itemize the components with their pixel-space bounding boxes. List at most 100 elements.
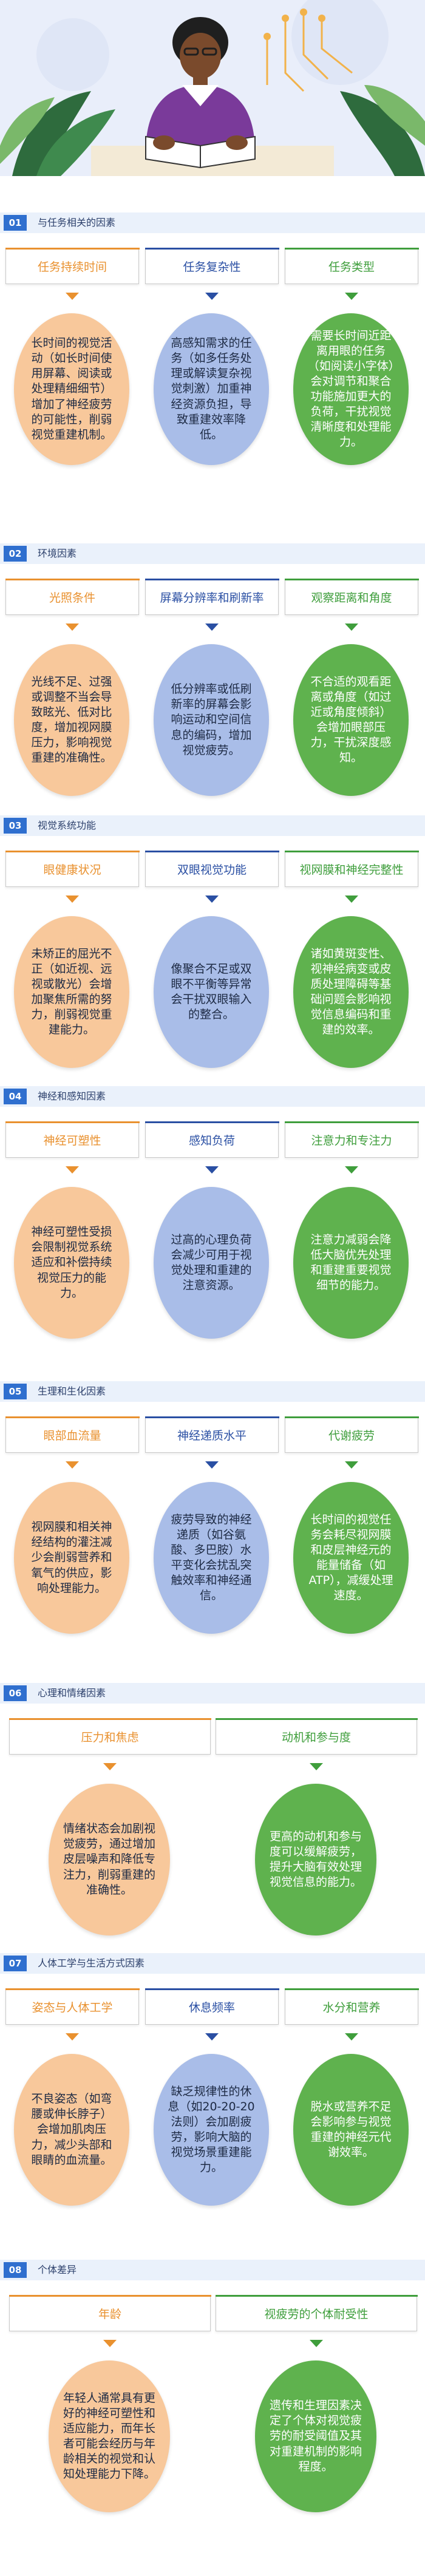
factor-description-circle: 注意力减弱会降低大脑优先处理和重建重要视觉细节的能力。 (293, 1187, 409, 1339)
factor-description-circle: 长时间的视觉任务会耗尽视网膜和皮层神经元的能量储备（如ATP），减缓处理速度。 (293, 1482, 409, 1634)
section-number: 08 (4, 2262, 27, 2278)
factor-description-circle: 神经可塑性受损会限制视觉系统适应和补偿持续视觉压力的能力。 (14, 1187, 129, 1339)
down-arrow-icon (205, 1166, 219, 1174)
down-arrow-icon (345, 624, 358, 631)
reading-person-illustration (0, 0, 425, 176)
factor-description-text: 注意力减弱会降低大脑优先处理和重建重要视觉细节的能力。 (310, 1232, 392, 1293)
down-arrow-icon (205, 1461, 219, 1469)
factor-description-text: 不良姿态（如弯腰或伸长脖子）会增加肌肉压力，减少头部和眼睛的血流量。 (31, 2092, 112, 2167)
down-arrow-icon (103, 1763, 117, 1770)
factor-description-text: 年轻人通常具有更好的神经可塑性和适应能力，而年长者可能会经历与年龄相关的视觉和认… (63, 2391, 155, 2481)
factor-header-box: 压力和焦虑 (9, 1718, 211, 1755)
down-arrow-icon (66, 1461, 79, 1469)
header-accent-line (5, 851, 140, 852)
factor-description-text: 视网膜和相关神经结构的灌注减少会削弱营养和氧气的供应，影响处理能力。 (31, 1520, 112, 1595)
header-accent-line (5, 1416, 140, 1418)
section-number: 07 (4, 1956, 27, 1971)
factor-description-text: 遗传和生理因素决定了个体对视觉疲劳的耐受阈值及其对重建机制的影响程度。 (269, 2399, 362, 2473)
down-arrow-icon (103, 2340, 117, 2347)
factor-description-circle: 长时间的视觉活动（如长时间使用屏幕、阅读或处理精细细节）增加了神经疲劳的可能性，… (14, 313, 129, 465)
section-number: 02 (4, 546, 27, 562)
factor-description-circle: 年轻人通常具有更好的神经可塑性和适应能力，而年长者可能会经历与年龄相关的视觉和认… (49, 2360, 170, 2512)
down-arrow-icon (205, 2033, 219, 2041)
factor-description-text: 缺乏规律性的休息（如20-20-20法则）会加剧疲劳，影响大脑的视觉场景重建能力… (168, 2084, 255, 2175)
factor-header-box: 神经可塑性 (5, 1121, 139, 1158)
factor-header-box: 光照条件 (5, 579, 139, 615)
factor-description-text: 长时间的视觉活动（如长时间使用屏幕、阅读或处理精细细节）增加了神经疲劳的可能性，… (31, 336, 112, 441)
section-06: 06 心理和情绪因素压力和焦虑情绪状态会加剧视觉疲劳，通过增加皮层噪声和降低专注力… (0, 1683, 425, 1938)
factor-header-box: 动机和参与度 (216, 1718, 417, 1755)
section-05: 05 生理和生化因素眼部血流量视网膜和相关神经结构的灌注减少会削弱营养和氧气的供应… (0, 1381, 425, 1670)
section-bar: 07 人体工学与生活方式因素 (0, 1953, 425, 1974)
section-number: 03 (4, 818, 27, 834)
header-accent-line (5, 1121, 140, 1123)
down-arrow-icon (205, 293, 219, 300)
factor-header-box: 屏幕分辨率和刷新率 (145, 579, 279, 615)
factor-header-box: 视网膜和神经完整性 (285, 851, 418, 887)
factor-description-circle: 诸如黄斑变性、视神经病变或皮质处理障碍等基础问题会影响视觉信息编码和重建的效率。 (293, 916, 409, 1068)
down-arrow-icon (345, 1461, 358, 1469)
factor-description-circle: 遗传和生理因素决定了个体对视觉疲劳的耐受阈值及其对重建机制的影响程度。 (255, 2360, 376, 2512)
factor-header-box: 代谢疲劳 (285, 1416, 418, 1453)
factor-description-circle: 像聚合不足或双眼不平衡等异常会干扰双眼输入的整合。 (154, 916, 269, 1068)
factor-description-text: 未矫正的屈光不正（如近视、远视或散光）会增加聚焦所需的努力，削弱视觉重建能力。 (31, 946, 112, 1037)
factor-description-circle: 疲劳导致的神经递质（如谷氨酸、多巴胺）水平变化会扰乱突触效率和神经通信。 (154, 1482, 269, 1634)
section-number: 06 (4, 1685, 27, 1701)
section-bar: 06 心理和情绪因素 (0, 1683, 425, 1704)
factor-description-circle: 更高的动机和参与度可以缓解疲劳，提升大脑有效处理视觉信息的能力。 (255, 1784, 376, 1935)
down-arrow-icon (66, 2033, 79, 2041)
header-accent-line (5, 1988, 140, 1990)
section-bar: 05 生理和生化因素 (0, 1381, 425, 1402)
factor-header-box: 休息频率 (145, 1988, 279, 2025)
section-bar: 02 环境因素 (0, 543, 425, 564)
section-title: 心理和情绪因素 (38, 1687, 106, 1699)
factor-description-circle: 脱水或营养不足会影响参与视觉重建的神经元代谢效率。 (293, 2054, 409, 2206)
section-title: 人体工学与生活方式因素 (38, 1957, 145, 1969)
down-arrow-icon (66, 293, 79, 300)
factor-header-box: 神经递质水平 (145, 1416, 279, 1453)
factor-header-box: 任务持续时间 (5, 248, 139, 284)
down-arrow-icon (66, 1166, 79, 1174)
factor-description-text: 神经可塑性受损会限制视觉系统适应和补偿持续视觉压力的能力。 (31, 1225, 112, 1300)
header-accent-line (145, 1416, 279, 1418)
factor-description-text: 长时间的视觉任务会耗尽视网膜和皮层神经元的能量储备（如ATP），减缓处理速度。 (308, 1512, 393, 1603)
header-accent-line (9, 2295, 211, 2297)
factor-header-box: 视疲劳的个体耐受性 (216, 2295, 417, 2331)
down-arrow-icon (310, 2340, 323, 2347)
section-07: 07 人体工学与生活方式因素姿态与人体工学不良姿态（如弯腰或伸长脖子）会增加肌肉压… (0, 1953, 425, 2245)
factor-description-circle: 高感知需求的任务（如多任务处理或解读复杂视觉刺激）加重神经资源负担，导致重建效率… (154, 313, 269, 465)
factor-header-box: 姿态与人体工学 (5, 1988, 139, 2025)
header-accent-line (145, 1988, 279, 1990)
hero-illustration (0, 0, 425, 176)
section-title: 生理和生化因素 (38, 1385, 106, 1397)
header-accent-line (145, 248, 279, 250)
factor-header-box: 眼部血流量 (5, 1416, 139, 1453)
factor-description-text: 像聚合不足或双眼不平衡等异常会干扰双眼输入的整合。 (171, 962, 252, 1022)
header-accent-line (145, 1121, 279, 1123)
header-accent-line (5, 579, 140, 580)
factor-description-text: 更高的动机和参与度可以缓解疲劳，提升大脑有效处理视觉信息的能力。 (269, 1829, 362, 1889)
factor-description-text: 情绪状态会加剧视觉疲劳，通过增加皮层噪声和降低专注力，削弱重建的准确性。 (63, 1822, 155, 1897)
header-accent-line (285, 579, 419, 580)
header-accent-line (216, 2295, 418, 2297)
factor-header-box: 年龄 (9, 2295, 211, 2331)
factor-description-circle: 低分辨率或低刷新率的屏幕会影响运动和空间信息的编码，增加视觉疲劳。 (154, 644, 269, 796)
header-accent-line (285, 1416, 419, 1418)
section-number: 04 (4, 1089, 27, 1104)
down-arrow-icon (205, 895, 219, 903)
factor-description-circle: 需要长时间近距离用眼的任务（如阅读小字体）会对调节和聚合功能施加更大的负荷，干扰… (293, 313, 409, 465)
section-title: 环境因素 (38, 548, 77, 559)
down-arrow-icon (345, 293, 358, 300)
factor-header-box: 任务类型 (285, 248, 418, 284)
header-accent-line (145, 851, 279, 852)
section-number: 05 (4, 1384, 27, 1399)
